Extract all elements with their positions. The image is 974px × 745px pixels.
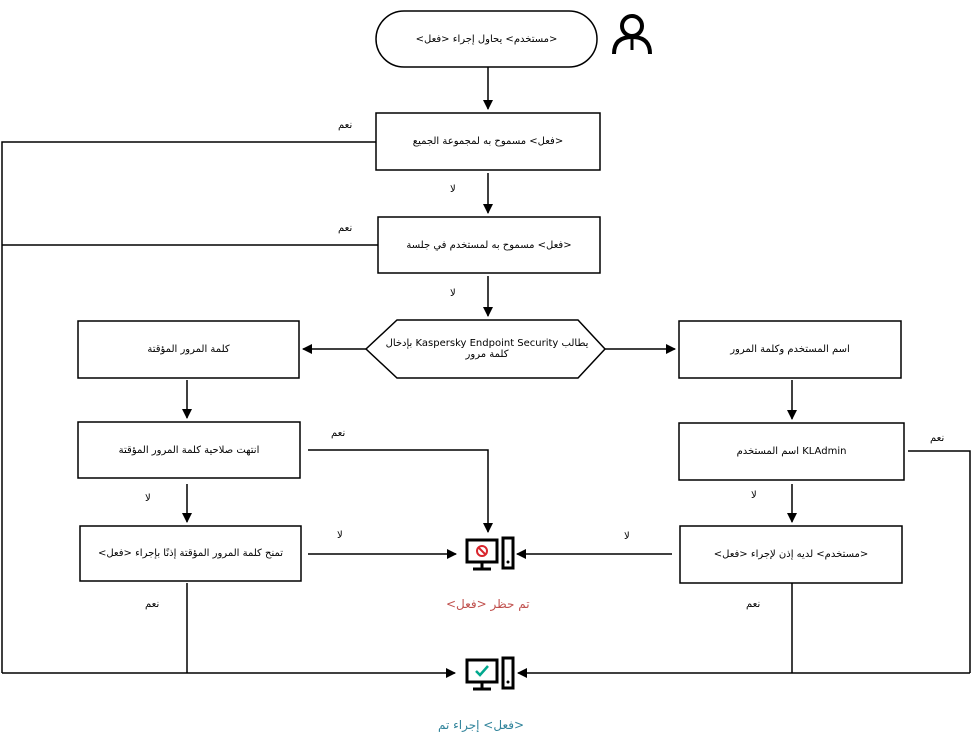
- no-label-grants: لا: [337, 530, 343, 541]
- user-has-perm-node: <مستخدم> لديه إذن لإجراء <فعل>: [713, 549, 869, 560]
- line-all-yes: [1, 141, 376, 673]
- yes-label-grants: نعم: [145, 599, 160, 610]
- no-label-kladmin: لا: [751, 490, 757, 501]
- temp-expired-shape: [77, 421, 301, 479]
- start-node-shape: [375, 10, 598, 68]
- user-pass-node: اسم المستخدم وكلمة المرور: [730, 344, 850, 355]
- yes-label-session: نعم: [338, 223, 353, 234]
- user-pass-shape: [678, 320, 902, 379]
- temp-grants-node: تمنح كلمة المرور المؤقتة إذنًا بإجراء <ف…: [97, 548, 284, 559]
- allowed-session-shape: [377, 216, 601, 274]
- no-label-perm: لا: [624, 531, 630, 542]
- allowed-all-node: <فعل> مسموح به لمجموعة الجميع: [412, 136, 564, 147]
- allowed-all-shape: [375, 112, 601, 171]
- start-node: <مستخدم> يحاول إجراء <فعل>: [415, 33, 558, 45]
- temp-grants-shape: [79, 525, 302, 582]
- temp-password-node: كلمة المرور المؤقتة: [147, 344, 230, 355]
- arrow-expired-to-blocked: [308, 449, 493, 533]
- allowed-result: <فعل> إجراء تم: [438, 718, 525, 732]
- user-icon: [612, 14, 652, 55]
- user-has-perm-shape: [679, 525, 903, 584]
- temp-expired-node: انتهت صلاحية كلمة المرور المؤقتة: [118, 444, 260, 456]
- yes-label-all: نعم: [338, 120, 353, 131]
- allowed-session-node: <فعل> مسموح به لمستخدم في جلسة: [406, 239, 572, 251]
- no-label-all: لا: [450, 184, 456, 195]
- no-label-expired: لا: [145, 493, 151, 504]
- kladmin-node: KLAdmin اسم المستخدم: [736, 446, 847, 457]
- line-kladmin-yes: [908, 450, 971, 673]
- yes-label-perm: نعم: [746, 599, 761, 610]
- allowed-computer-icon: [465, 656, 515, 691]
- blocked-result: تم حظر <فعل>: [446, 597, 530, 611]
- no-label-session: لا: [450, 288, 456, 299]
- kladmin-shape: [678, 422, 905, 481]
- blocked-computer-icon: [465, 536, 515, 571]
- yes-label-kladmin: نعم: [930, 433, 945, 444]
- yes-label-expired: نعم: [331, 428, 346, 439]
- temp-password-shape: [77, 320, 300, 379]
- kes-prompt-node: يطالب Kaspersky Endpoint Security بإدخال…: [385, 338, 589, 360]
